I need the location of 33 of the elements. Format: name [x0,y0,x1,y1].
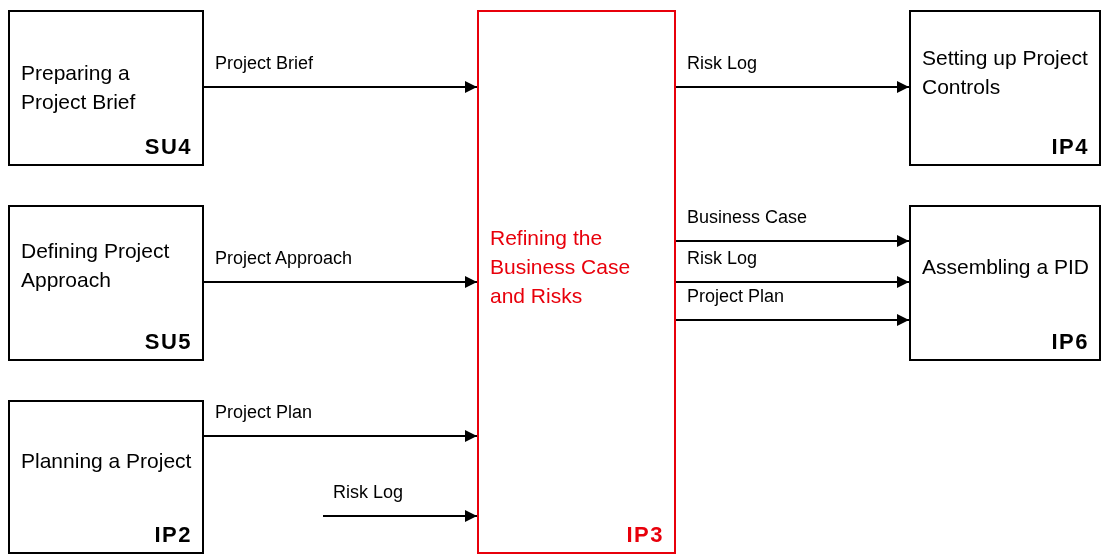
arrow [675,235,910,247]
process-code: IP2 [154,522,192,548]
process-box [8,205,204,361]
process-title: Refining the Business Case and Risks [490,225,632,309]
process-code: IP6 [1051,329,1089,355]
process-box [909,10,1101,166]
process-title: Planning a Project [21,448,192,474]
process-box [8,400,204,554]
edge-label: Risk Log [332,482,405,502]
edge-label: Risk Log [686,53,759,73]
process-box [8,10,204,166]
edge-label: Risk Log [686,248,759,268]
arrow [675,276,910,288]
process-title: Defining Project Approach [21,238,171,293]
process-title: Assembling a PID [922,254,1089,280]
arrow [675,81,910,93]
arrow [203,430,478,442]
process-code: SU5 [144,329,192,355]
edge-label: Project Plan [686,286,786,306]
process-box [909,205,1101,361]
edge-label: Project Approach [214,248,354,268]
arrow [322,510,478,522]
arrow [203,81,478,93]
process-code: SU4 [144,134,192,160]
process-code: IP4 [1051,134,1089,160]
edge-label: Project Plan [214,402,314,422]
process-title: Setting up Project Controls [922,45,1089,100]
arrow [203,276,478,288]
process-title: Preparing a Project Brief [21,60,137,115]
process-code: IP3 [626,522,664,548]
arrow [675,314,910,326]
process-box [477,10,676,554]
edge-label: Project Brief [214,53,315,73]
